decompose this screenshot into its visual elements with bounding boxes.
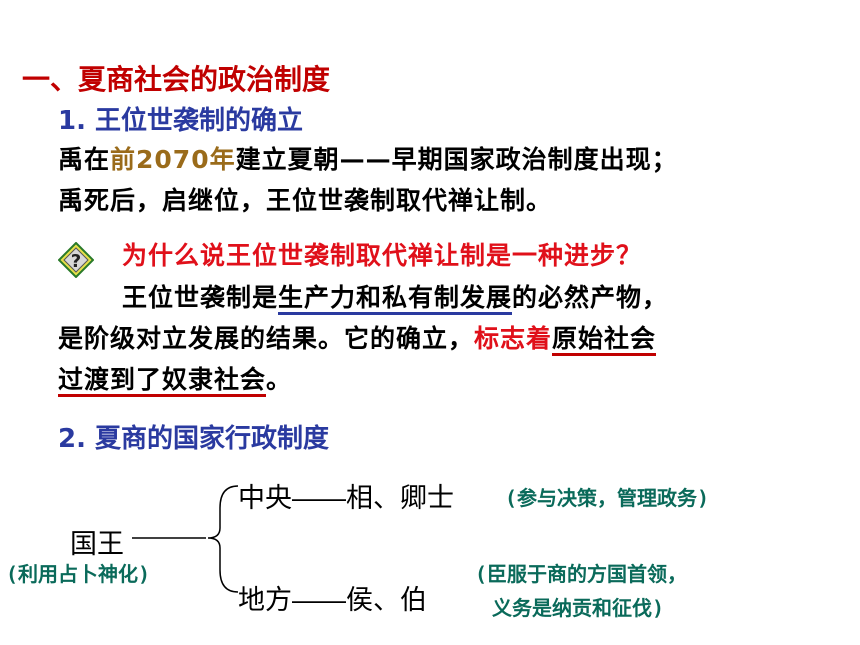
svg-text:?: ? [71,251,81,272]
center-note: (参与决策，管理政务) [505,486,710,510]
question-text: 为什么说王位世袭制取代禅让制是一种进步？ [122,241,643,270]
underlined-phrase: 生产力和私有制发展 [278,283,513,315]
text-segment: 。 [266,365,293,394]
subsection-title-1: 1. 王位世袭制的确立 [58,106,304,136]
answer-line-1: 王位世袭制是生产力和私有制发展的必然产物， [122,278,669,315]
text-segment: 的必然产物， [512,283,669,312]
answer-line-3: 过渡到了奴隶社会。 [58,360,293,397]
year-highlight: 前2070年 [110,145,236,174]
text-line-2: 禹死后，启继位，王位世袭制取代禅让制。 [58,186,553,215]
subsection-title-2: 2. 夏商的国家行政制度 [58,424,330,454]
question-icon: ? [58,242,94,278]
king-label: 国王 [70,522,124,561]
bracket-connector [132,485,239,593]
king-note: (利用占卜神化) [6,562,151,586]
text-segment: 王位世袭制是 [122,283,279,312]
local-note-line-2: 义务是纳贡和征伐) [492,596,665,620]
text-segment: 建立夏朝——早期国家政治制度出现； [235,145,678,174]
king-text: 国王 [70,529,124,559]
text-line-1: 禹在前2070年建立夏朝——早期国家政治制度出现； [58,140,678,176]
underlined-phrase: 原始社会 [552,324,657,356]
answer-line-2: 是阶级对立发展的结果。它的确立，标志着原始社会 [58,319,657,356]
text-segment: 禹在 [58,145,111,174]
local-node: 地方——侯、伯 [238,585,427,615]
section-title: 一、夏商社会的政治制度 [22,63,331,96]
emphasis-text: 标志着 [474,324,553,353]
local-note-line-1: (臣服于商的方国首领， [475,562,688,586]
underlined-phrase: 过渡到了奴隶社会 [58,365,267,397]
center-node: 中央——相、卿士 [238,483,454,513]
text-segment: 是阶级对立发展的结果。它的确立， [58,324,475,353]
